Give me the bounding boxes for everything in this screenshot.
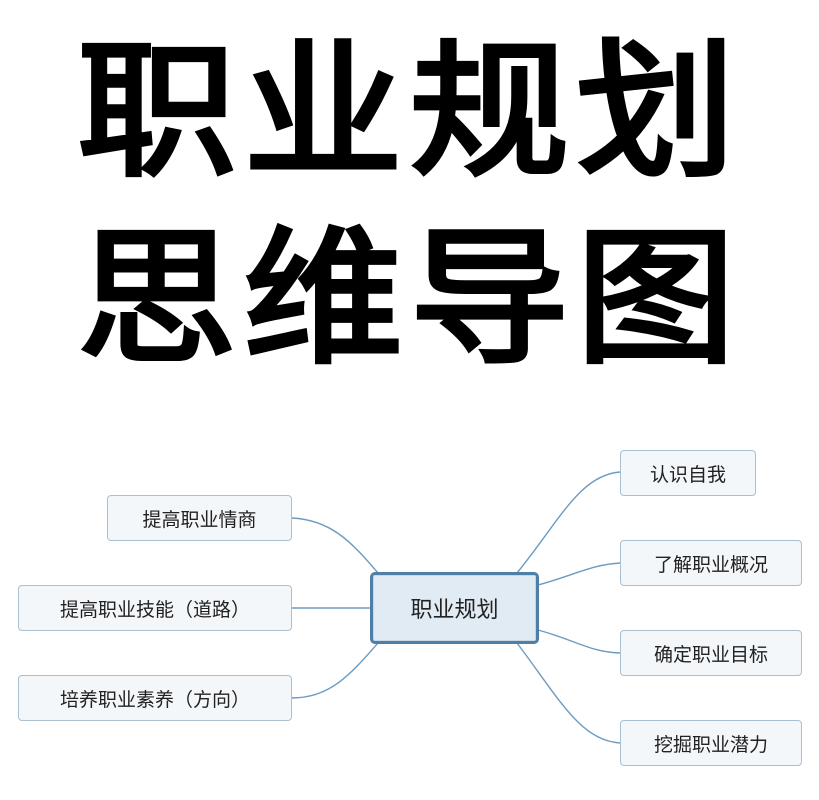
branch-node-right-1: 认识自我 — [620, 450, 756, 496]
connector-right-4 — [516, 642, 621, 744]
title-line-1: 职业规划 — [76, 26, 743, 198]
connector-right-2 — [537, 562, 621, 586]
branch-node-right-2: 了解职业概况 — [620, 540, 802, 586]
branch-node-left-1: 提高职业情商 — [107, 495, 292, 541]
branch-node-left-3: 培养职业素养（方向） — [18, 675, 292, 721]
branch-node-right-3: 确定职业目标 — [620, 630, 802, 676]
connector-right-1 — [516, 471, 621, 574]
branch-node-right-4: 挖掘职业潜力 — [620, 720, 802, 766]
connector-left-1 — [291, 517, 379, 574]
connector-right-3 — [537, 629, 621, 654]
branch-node-left-2: 提高职业技能（道路） — [18, 585, 292, 631]
connector-left-3 — [291, 642, 379, 699]
title-line-2: 思维导图 — [76, 213, 743, 385]
center-node: 职业规划 — [370, 572, 539, 644]
